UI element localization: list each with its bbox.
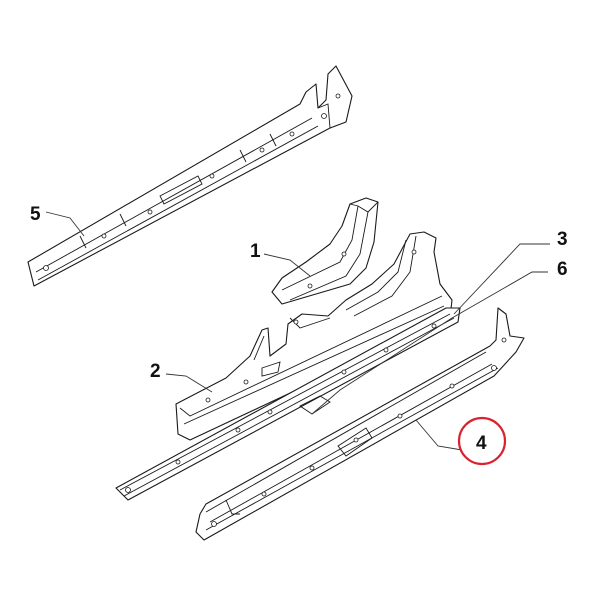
callouts: 5 1 2 3 6 4 <box>30 204 568 466</box>
leader-3 <box>453 243 550 315</box>
callout-5: 5 <box>30 204 41 225</box>
part-6-middle-rail <box>115 307 461 501</box>
leader-1 <box>263 253 311 277</box>
leader-lines <box>45 211 550 451</box>
callout-3: 3 <box>557 229 568 250</box>
leader-6 <box>311 271 548 415</box>
callout-4-highlight-circle <box>457 416 507 466</box>
callout-4: 4 <box>476 433 487 454</box>
part-2-front-sill <box>175 231 453 441</box>
part-4-lower-sill <box>195 307 525 541</box>
callout-1: 1 <box>250 241 261 262</box>
leader-2 <box>165 373 213 393</box>
leader-5 <box>45 211 85 237</box>
callout-6: 6 <box>557 259 568 280</box>
part-1-pillar-bracket <box>271 197 379 305</box>
part-5-upper-rail <box>27 65 353 287</box>
leader-4 <box>415 419 463 451</box>
callout-2: 2 <box>150 361 161 382</box>
